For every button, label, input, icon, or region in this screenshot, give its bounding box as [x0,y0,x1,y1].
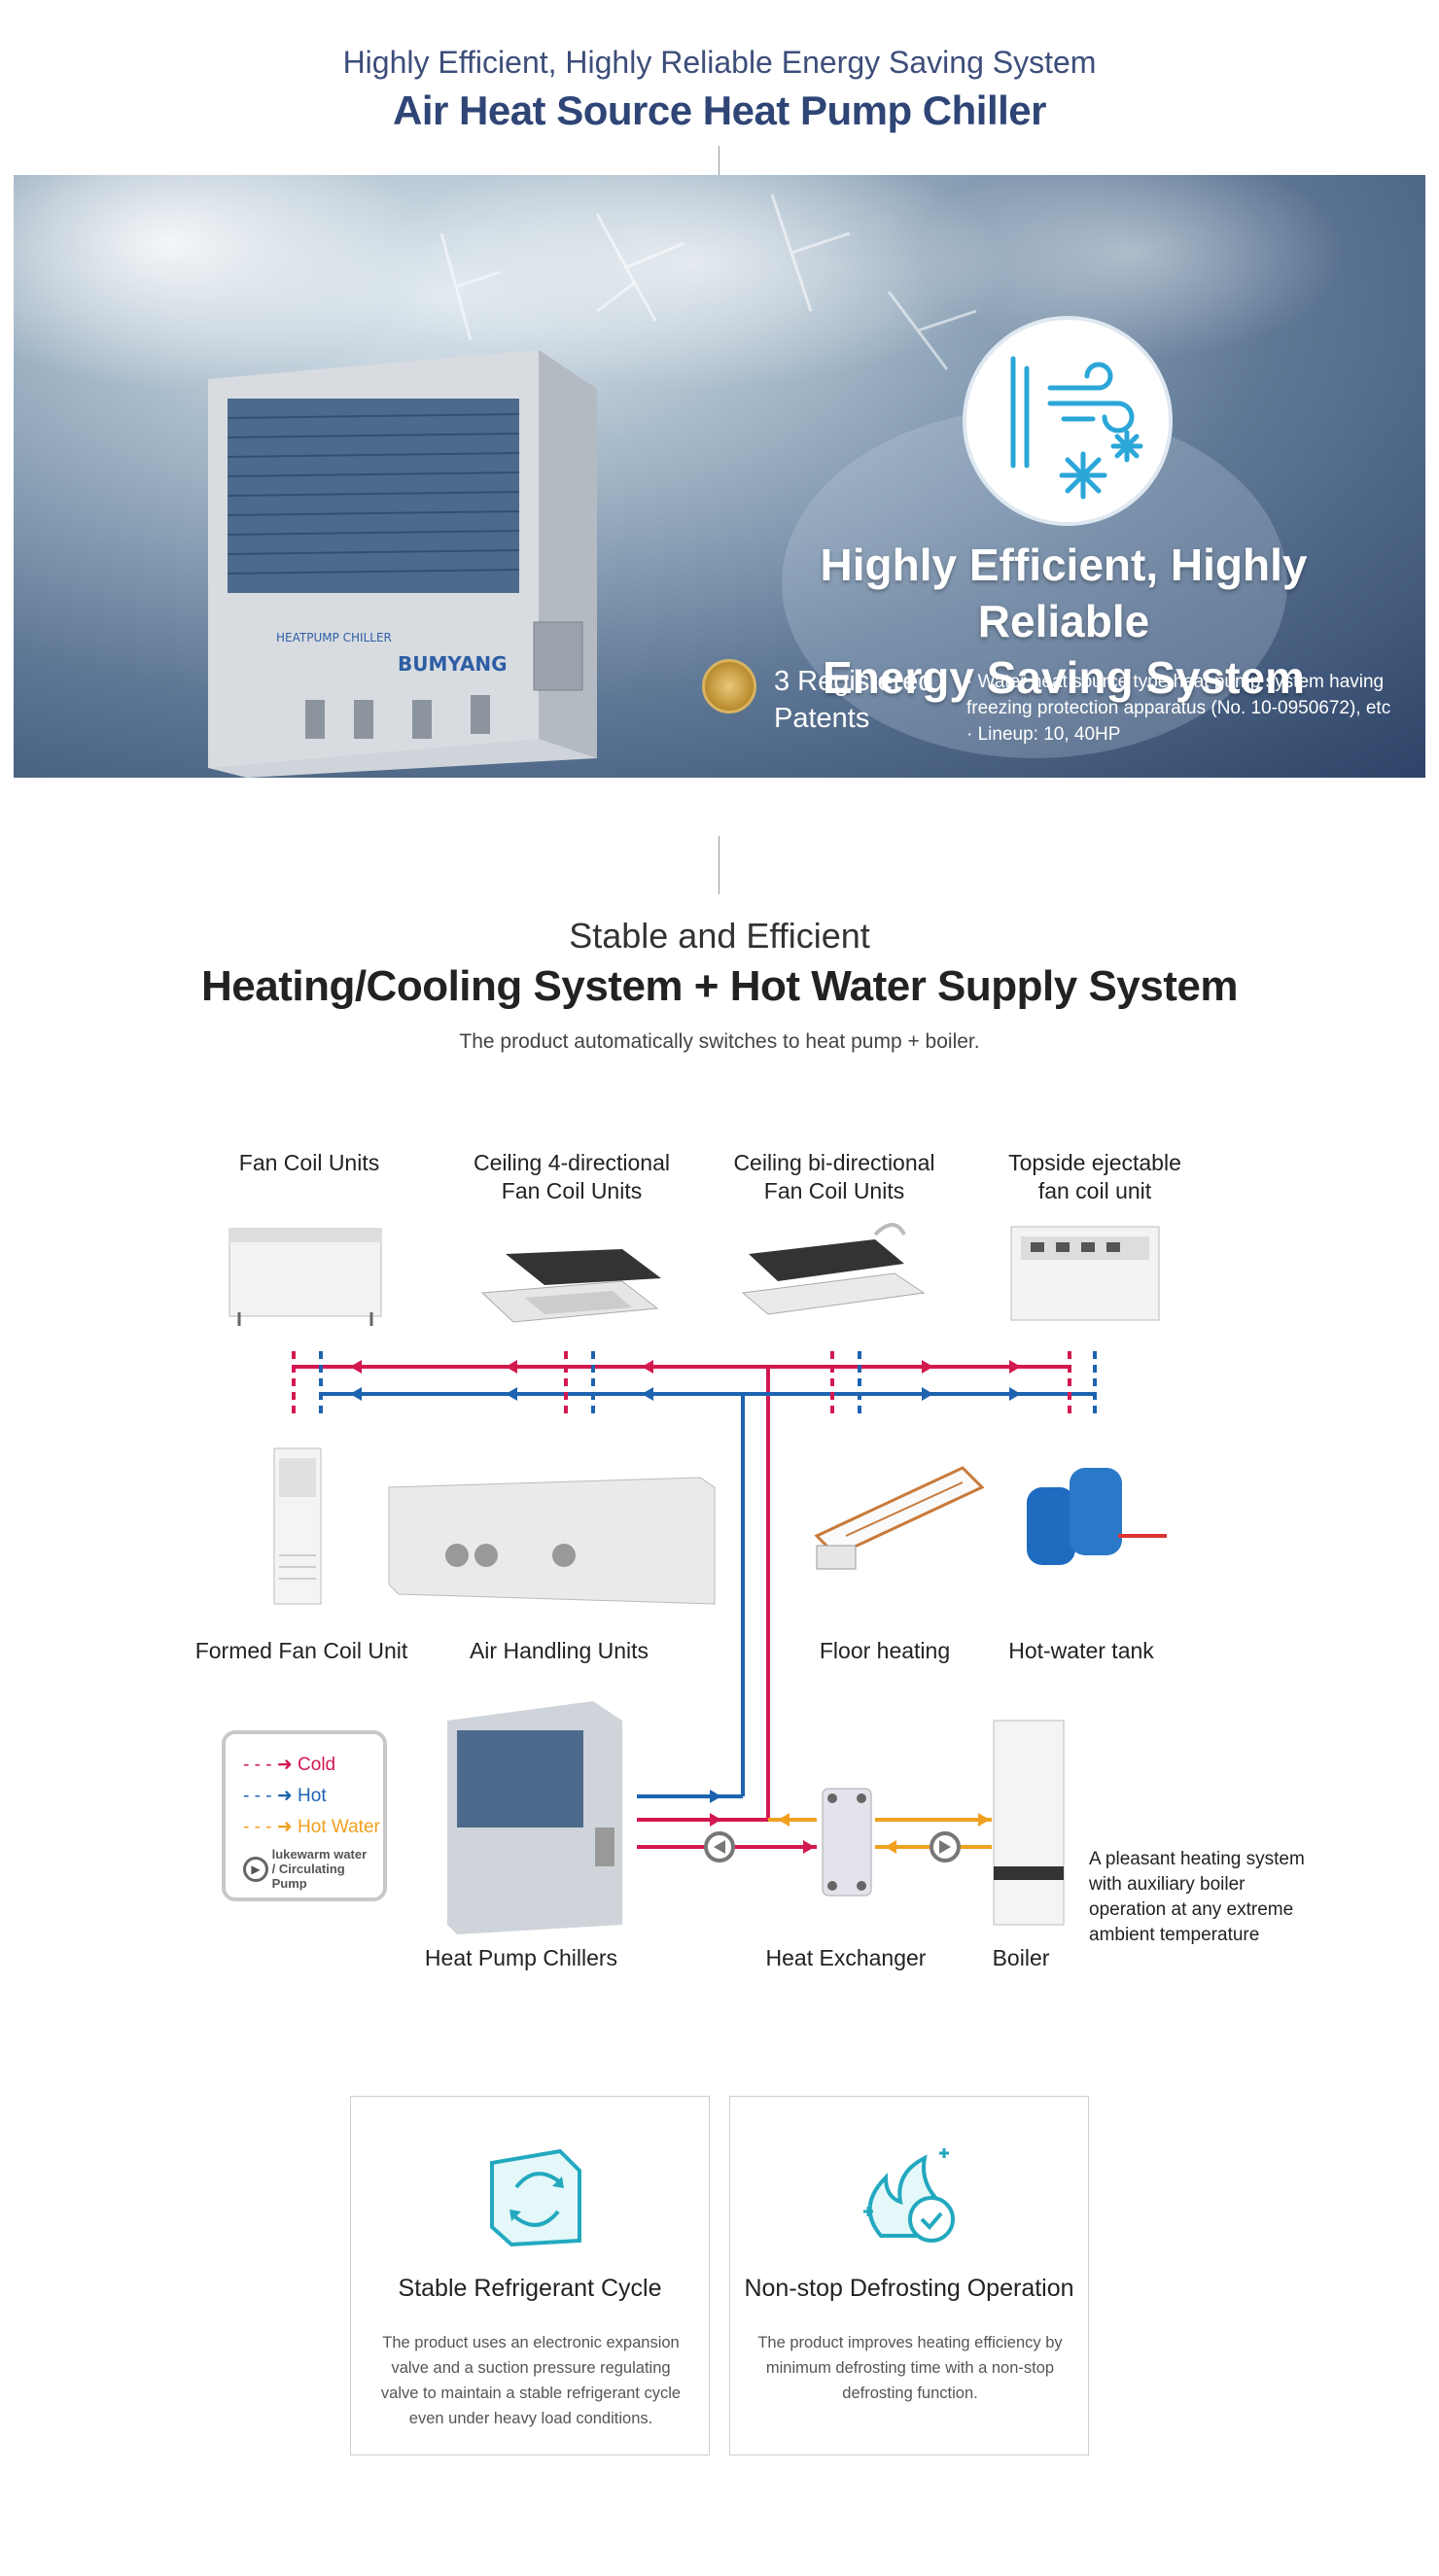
heat-pump-chiller-image: HEATPUMP CHILLER BUMYANG [208,350,597,778]
label-heat-exchanger: Heat Exchanger [765,1945,927,1970]
legend-cold: - - - ➜ Cold [243,1755,336,1775]
heat-exchanger-image [822,1788,872,1897]
legend-pump: ▶ lukewarm water / Circulating Pump [243,1847,379,1891]
label-formed-fan-coil-unit: Formed Fan Coil Unit [194,1638,408,1663]
ceiling-4-directional-unit-image [480,1249,661,1323]
diagram-legend: - - - ➜ Cold - - - ➜ Hot - - - ➜ Hot Wat… [222,1730,387,1901]
label-hot-water-tank: Hot-water tank [1008,1638,1154,1663]
page-title: Air Heat Source Heat Pump Chiller [392,87,1047,133]
hero-title-line1: Highly Efficient, Highly Reliable [820,540,1308,646]
feature-card-defrosting: Non-stop Defrosting Operation The produc… [729,2096,1089,2455]
refrigerant-cycle-icon [490,2148,581,2247]
air-handling-units-image [388,1477,716,1605]
feature-text: The product uses an electronic expansion… [380,2334,682,2427]
legend-hot-water: - - - ➜ Hot Water [243,1817,380,1837]
hero-title-line2: Energy Saving System [823,652,1305,703]
boiler-image [993,1720,1065,1926]
feature-text: The product improves heating efficiency … [757,2334,1063,2402]
section-subtitle: Stable and Efficient [569,916,870,956]
divider-line [719,836,720,894]
hero-title: Highly Efficient, Highly Reliable Energy… [733,537,1394,706]
floor-heating-image [814,1466,985,1570]
pump-icon: ▶ [243,1856,268,1882]
hero-banner: HEATPUMP CHILLER BUMYANG [14,175,1425,778]
label-air-handling-units: Air Handling Units [469,1638,649,1663]
header-subtitle: Highly Efficient, Highly Reliable Energy… [342,45,1097,80]
feature-title: Non-stop Defrosting Operation [744,2275,1074,2302]
circulating-pump-icon [930,1831,961,1862]
label-fan-coil-units: Fan Coil Units [238,1150,380,1175]
cold-wind-snowflake-icon [963,316,1173,526]
heat-pump-chillers-image [447,1701,622,1934]
ice-crystal-background [14,175,1346,758]
hero-bullet: · Water heat source type heat pump syste… [966,672,1391,718]
label-floor-heating: Floor heating [819,1638,951,1663]
label-boiler: Boiler [992,1945,1050,1970]
hero-bullet-list: · Water heat source type heat pump syste… [966,669,1394,748]
defrost-flame-timer-icon [863,2148,955,2243]
divider-line [719,146,720,175]
svg-text:HEATPUMP CHILLER: HEATPUMP CHILLER [276,631,392,644]
patent-medal-icon [702,659,756,714]
topside-ejectable-unit-image [1010,1226,1160,1321]
feature-card-refrigerant: Stable Refrigerant Cycle The product use… [350,2096,710,2455]
legend-hot: - - - ➜ Hot [243,1786,327,1806]
ceiling-bi-directional-unit-image [741,1223,926,1315]
circulating-pump-icon [704,1831,735,1862]
fan-coil-unit-image [228,1228,382,1326]
boiler-note: A pleasant heating system with auxiliary… [1089,1849,1305,1945]
patents-label: 3 Registered Patents [774,666,934,734]
brand-logo: BUMYANG [398,652,508,676]
section-description: The product automatically switches to he… [459,1030,980,1053]
section-title: Heating/Cooling System + Hot Water Suppl… [200,962,1239,1010]
formed-fan-coil-unit-image [273,1447,322,1605]
label-heat-pump-chillers: Heat Pump Chillers [424,1945,618,1970]
hero-bullet: · Lineup: 10, 40HP [966,724,1121,745]
hot-water-tank-image [1027,1468,1167,1565]
feature-title: Stable Refrigerant Cycle [398,2275,662,2302]
system-flow-diagram [228,1223,1167,1934]
